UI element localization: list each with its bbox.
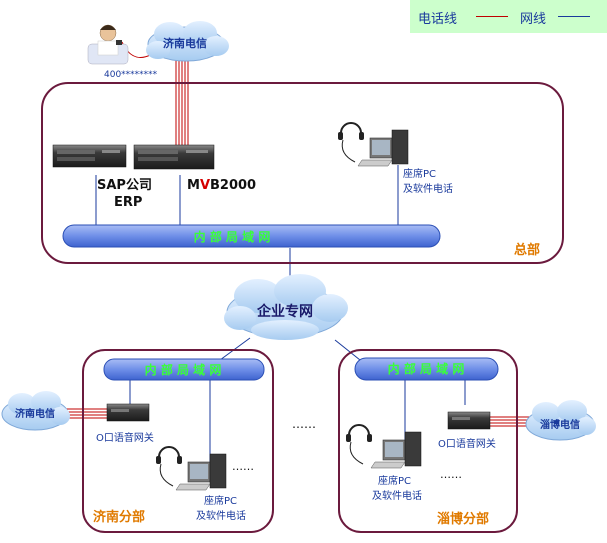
enterprise-to-zibo-link bbox=[334, 339, 361, 361]
jinan-seat-dots: …… bbox=[232, 460, 254, 473]
hq-server2-label: MVB2000 bbox=[187, 178, 256, 193]
jinan-telecom-left-label: 济南电信 bbox=[15, 407, 55, 420]
zibo-seat-label-line2: 及软件电话 bbox=[372, 489, 422, 502]
hq-server1-label-line1: SAP公司 bbox=[97, 178, 152, 193]
enterprise-network-label: 企业专网 bbox=[256, 303, 313, 320]
jinan-branch-frame bbox=[82, 349, 274, 533]
zibo-pc-icon bbox=[370, 431, 422, 469]
hq-lan-label: 内 部 局 域 网 bbox=[194, 229, 271, 244]
legend: 电话线 网线 bbox=[410, 0, 607, 33]
jinan-lan-label: 内 部 局 域 网 bbox=[145, 362, 222, 377]
zibo-headset-icon bbox=[346, 424, 372, 465]
jinan-telecom-cloud-left bbox=[1, 391, 70, 431]
caller-number: 400******** bbox=[104, 70, 158, 80]
hq-headset-icon bbox=[338, 122, 364, 163]
legend-network-line-label: 网线 bbox=[520, 12, 547, 27]
zibo-gateway-label: O口语音网关 bbox=[438, 437, 496, 450]
hq-lan-bus bbox=[62, 224, 441, 248]
jinan-gateway-label: O口语音网关 bbox=[96, 431, 154, 444]
hq-server1-icon bbox=[52, 144, 127, 168]
jinan-seat-label-line1: 座席PC bbox=[204, 494, 237, 507]
hq-server1-label-line2: ERP bbox=[114, 195, 142, 210]
zibo-seat-dots: …… bbox=[440, 468, 462, 481]
zibo-telecom-label: 淄博电信 bbox=[540, 418, 580, 431]
zibo-telecom-cloud-right bbox=[525, 400, 596, 441]
zibo-lan-bus bbox=[354, 357, 499, 381]
jinan-telecom-cloud-top bbox=[146, 21, 229, 62]
legend-phone-line-label: 电话线 bbox=[418, 12, 458, 27]
zibo-lan-label: 内 部 局 域 网 bbox=[388, 361, 465, 376]
hq-frame bbox=[41, 82, 564, 264]
hq-name: 总部 bbox=[514, 242, 540, 258]
hq-pc-icon bbox=[357, 129, 409, 167]
hq-seat-label-line2: 及软件电话 bbox=[403, 182, 453, 195]
jinan-lan-bus bbox=[103, 358, 265, 381]
zibo-gateway-icon bbox=[447, 411, 491, 430]
between-branches-dots: …… bbox=[292, 417, 316, 431]
hq-server2-icon bbox=[133, 144, 215, 170]
enterprise-network-cloud bbox=[224, 274, 348, 340]
legend-network-line-swatch bbox=[558, 16, 590, 17]
jinan-pc-icon bbox=[175, 453, 227, 491]
hq-seat-label-line1: 座席PC bbox=[403, 167, 436, 180]
zibo-seat-label-line1: 座席PC bbox=[378, 474, 411, 487]
jinan-branch-name: 济南分部 bbox=[93, 509, 145, 525]
caller-person-icon bbox=[87, 24, 129, 65]
jinan-gateway-icon bbox=[106, 403, 150, 422]
zibo-branch-name: 淄博分部 bbox=[437, 511, 489, 527]
zibo-branch-frame bbox=[338, 349, 518, 533]
jinan-seat-label-line2: 及软件电话 bbox=[196, 509, 246, 522]
legend-phone-line-swatch bbox=[476, 16, 508, 17]
jinan-telecom-top-label: 济南电信 bbox=[163, 36, 207, 50]
jinan-headset-icon bbox=[156, 446, 182, 487]
